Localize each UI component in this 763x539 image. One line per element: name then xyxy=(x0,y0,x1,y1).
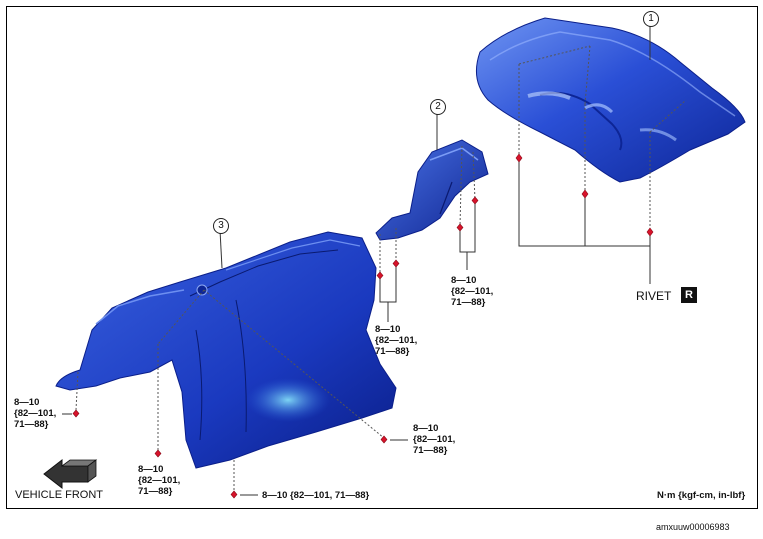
torque-units: N·m {kgf-cm, in-lbf} xyxy=(657,490,746,501)
fastener-3a xyxy=(72,409,80,418)
fasteners xyxy=(72,153,654,499)
fastener-1b xyxy=(581,189,589,199)
torque-spec-part3-bottom: 8—10 {82—101, 71—88} xyxy=(262,490,370,501)
fastener-2b xyxy=(471,196,479,205)
fastener-2d xyxy=(392,259,400,268)
vehicle-front-label: VEHICLE FRONT xyxy=(15,489,104,501)
fastener-2a xyxy=(456,223,464,232)
rivet-badge: R xyxy=(681,287,697,303)
fastener-3d xyxy=(230,490,238,499)
callout-2: 2 xyxy=(430,99,446,115)
fastener-3c xyxy=(380,435,388,444)
torque-spec-part3-left: 8—10{82—101,71—88} xyxy=(14,397,57,430)
torque-spec-part2-left: 8—10{82—101,71—88} xyxy=(375,324,418,357)
heat-insulator-2 xyxy=(375,139,489,241)
rivet-label: RIVET xyxy=(636,289,672,303)
vehicle-front-arrow-icon xyxy=(43,458,98,490)
leader-lines xyxy=(62,18,687,496)
fastener-3b xyxy=(154,449,162,458)
torque-spec-part2-right: 8—10{82—101,71—88} xyxy=(451,275,494,308)
callout-1: 1 xyxy=(643,11,659,27)
heat-insulator-1 xyxy=(475,17,746,183)
fastener-1c xyxy=(646,227,654,237)
torque-spec-part3-center: 8—10{82—101,71—88} xyxy=(138,464,181,497)
fastener-1a xyxy=(515,153,523,163)
fastener-2c xyxy=(376,271,384,280)
figure-id: amxuuw00006983 xyxy=(656,522,730,532)
torque-spec-part3-right: 8—10{82—101,71—88} xyxy=(413,423,456,456)
callout-3: 3 xyxy=(213,218,229,234)
heat-insulator-3 xyxy=(55,231,397,469)
